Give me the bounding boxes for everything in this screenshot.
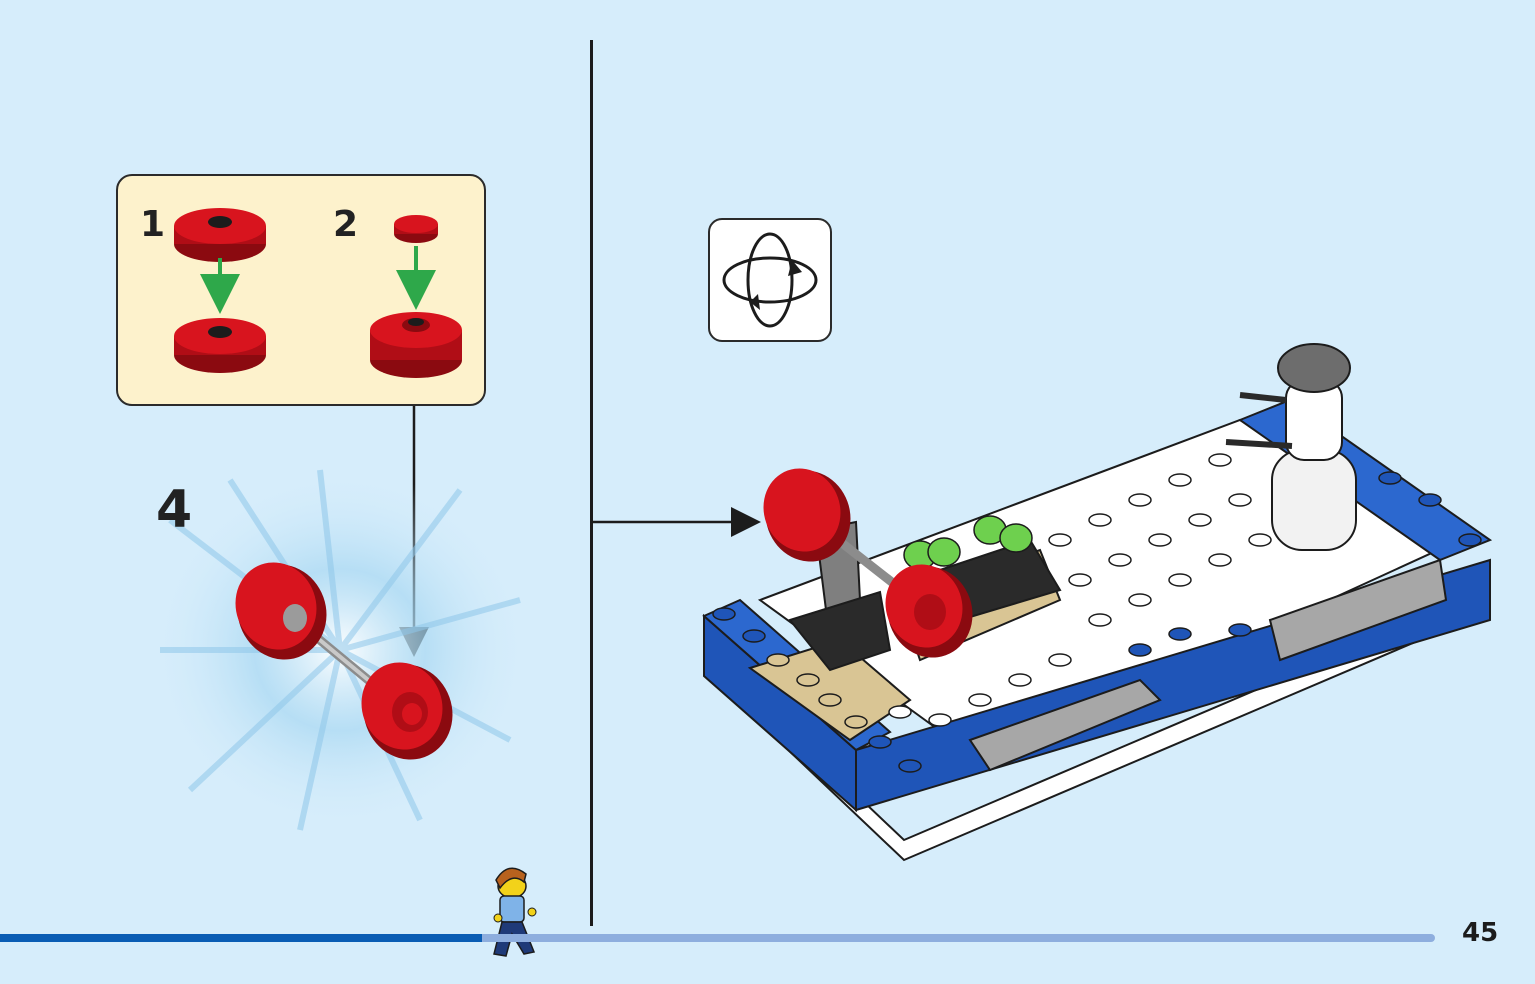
substep-number-1: 1 xyxy=(140,204,166,245)
rotate-icon xyxy=(722,232,818,328)
progress-track xyxy=(0,934,1435,942)
wheel-axle-assembly xyxy=(235,562,453,760)
progress-figure xyxy=(493,867,537,957)
step-number: 4 xyxy=(156,480,193,540)
progress-fill xyxy=(0,934,483,942)
page-number: 45 xyxy=(1462,918,1499,948)
page-divider xyxy=(590,40,593,926)
vehicle-model xyxy=(702,343,1493,862)
substep-2-parts xyxy=(370,215,462,378)
substep-number-2: 2 xyxy=(333,204,359,245)
substep-1-parts xyxy=(174,208,266,373)
rotate-model-box xyxy=(708,218,832,342)
